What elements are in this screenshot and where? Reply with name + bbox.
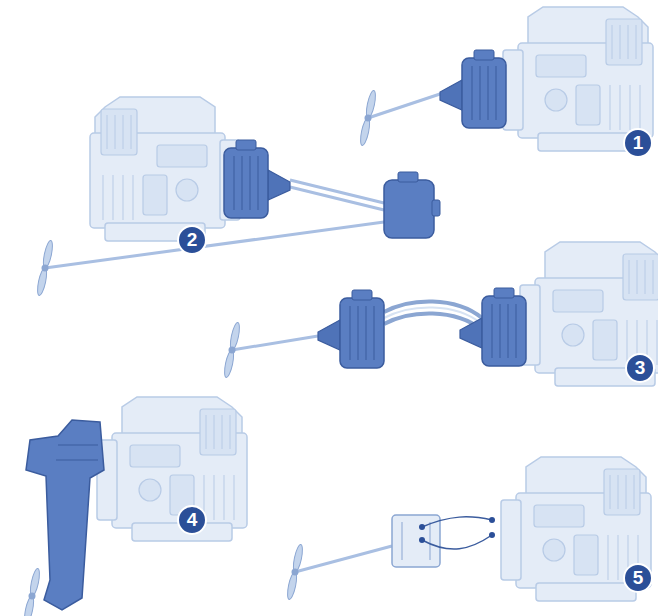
- callout-number: 2: [177, 225, 207, 255]
- callout-number: 3: [625, 353, 655, 383]
- callout-number: 5: [623, 563, 653, 593]
- callout-number: 4: [177, 505, 207, 535]
- callout-number: 1: [623, 128, 653, 158]
